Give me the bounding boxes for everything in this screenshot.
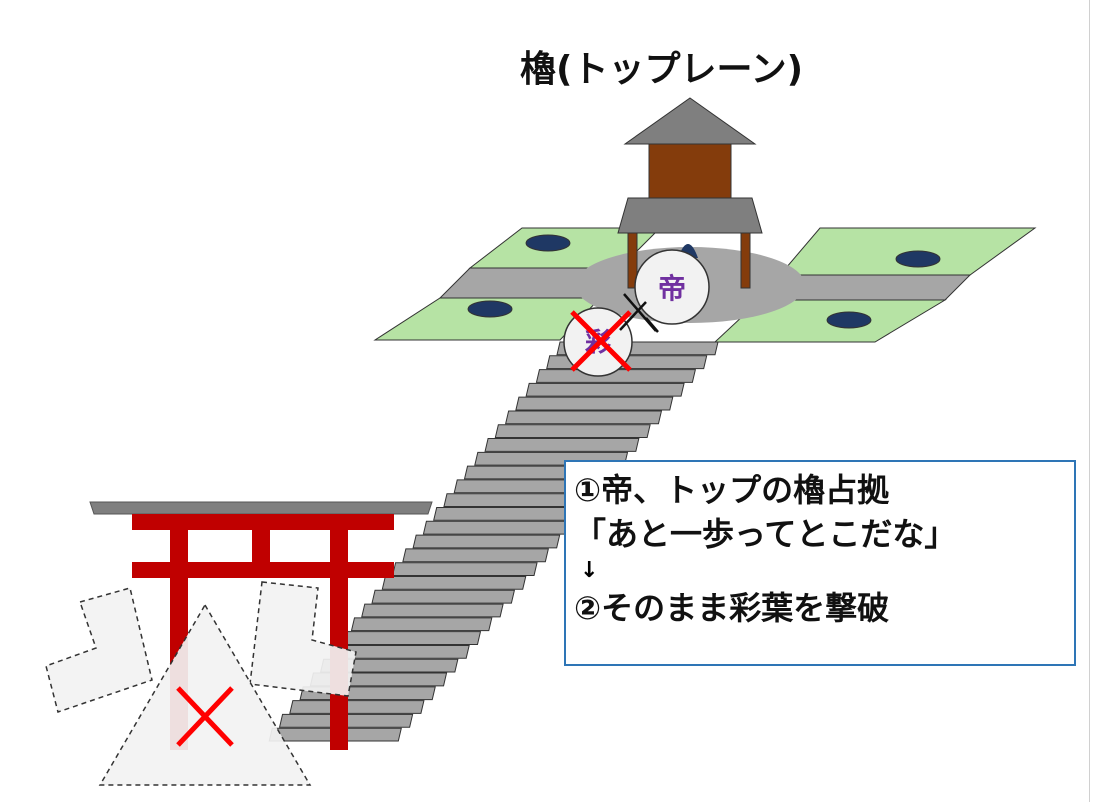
mikado-token: 帝	[634, 249, 710, 325]
defeated-shapes	[45, 581, 357, 786]
defeated-triangle	[98, 603, 312, 786]
note-line-3: ②そのまま彩葉を撃破	[574, 589, 890, 627]
stair-step	[381, 575, 527, 590]
stair-step	[371, 589, 516, 604]
stair-step	[391, 562, 538, 576]
stair-step	[525, 382, 685, 397]
stair-step	[484, 438, 640, 452]
stair-step	[494, 424, 651, 439]
stair-step	[535, 369, 697, 383]
page-title: 櫓(トップレーン)	[520, 49, 804, 90]
pit-icon	[826, 311, 872, 329]
stair-step	[350, 617, 493, 632]
torii-gate-icon	[89, 501, 433, 750]
pit-icon	[467, 300, 513, 318]
defeat-cross-icon	[570, 310, 632, 372]
slide-edge-divider	[1089, 0, 1090, 802]
tower-icon	[617, 97, 763, 289]
note-line-2: 「あと一歩ってとこだな」	[574, 515, 957, 553]
pit-icon	[895, 250, 941, 268]
mikado-token-label: 帝	[658, 272, 686, 305]
stair-step	[402, 548, 549, 563]
stair-step	[515, 396, 674, 411]
down-arrow-icon: ↓	[580, 558, 599, 583]
stair-step	[289, 700, 425, 714]
stair-step	[361, 603, 504, 618]
battle-markers: 彩 帝	[563, 249, 710, 377]
broken-piece-left	[45, 587, 153, 713]
stair-step	[340, 631, 482, 645]
stair-step	[422, 520, 572, 535]
pit-icon	[525, 234, 571, 252]
stair-step	[433, 507, 583, 521]
note-line-1: ①帝、トップの櫓占拠	[574, 471, 890, 509]
defeat-cross-icon	[176, 686, 234, 747]
stair-step	[412, 534, 561, 549]
stair-step	[504, 410, 663, 425]
commentary-box: ①帝、トップの櫓占拠 「あと一歩ってとこだな」 ↓ ②そのまま彩葉を撃破	[564, 460, 1076, 666]
crossed-swords-icon	[619, 293, 659, 333]
